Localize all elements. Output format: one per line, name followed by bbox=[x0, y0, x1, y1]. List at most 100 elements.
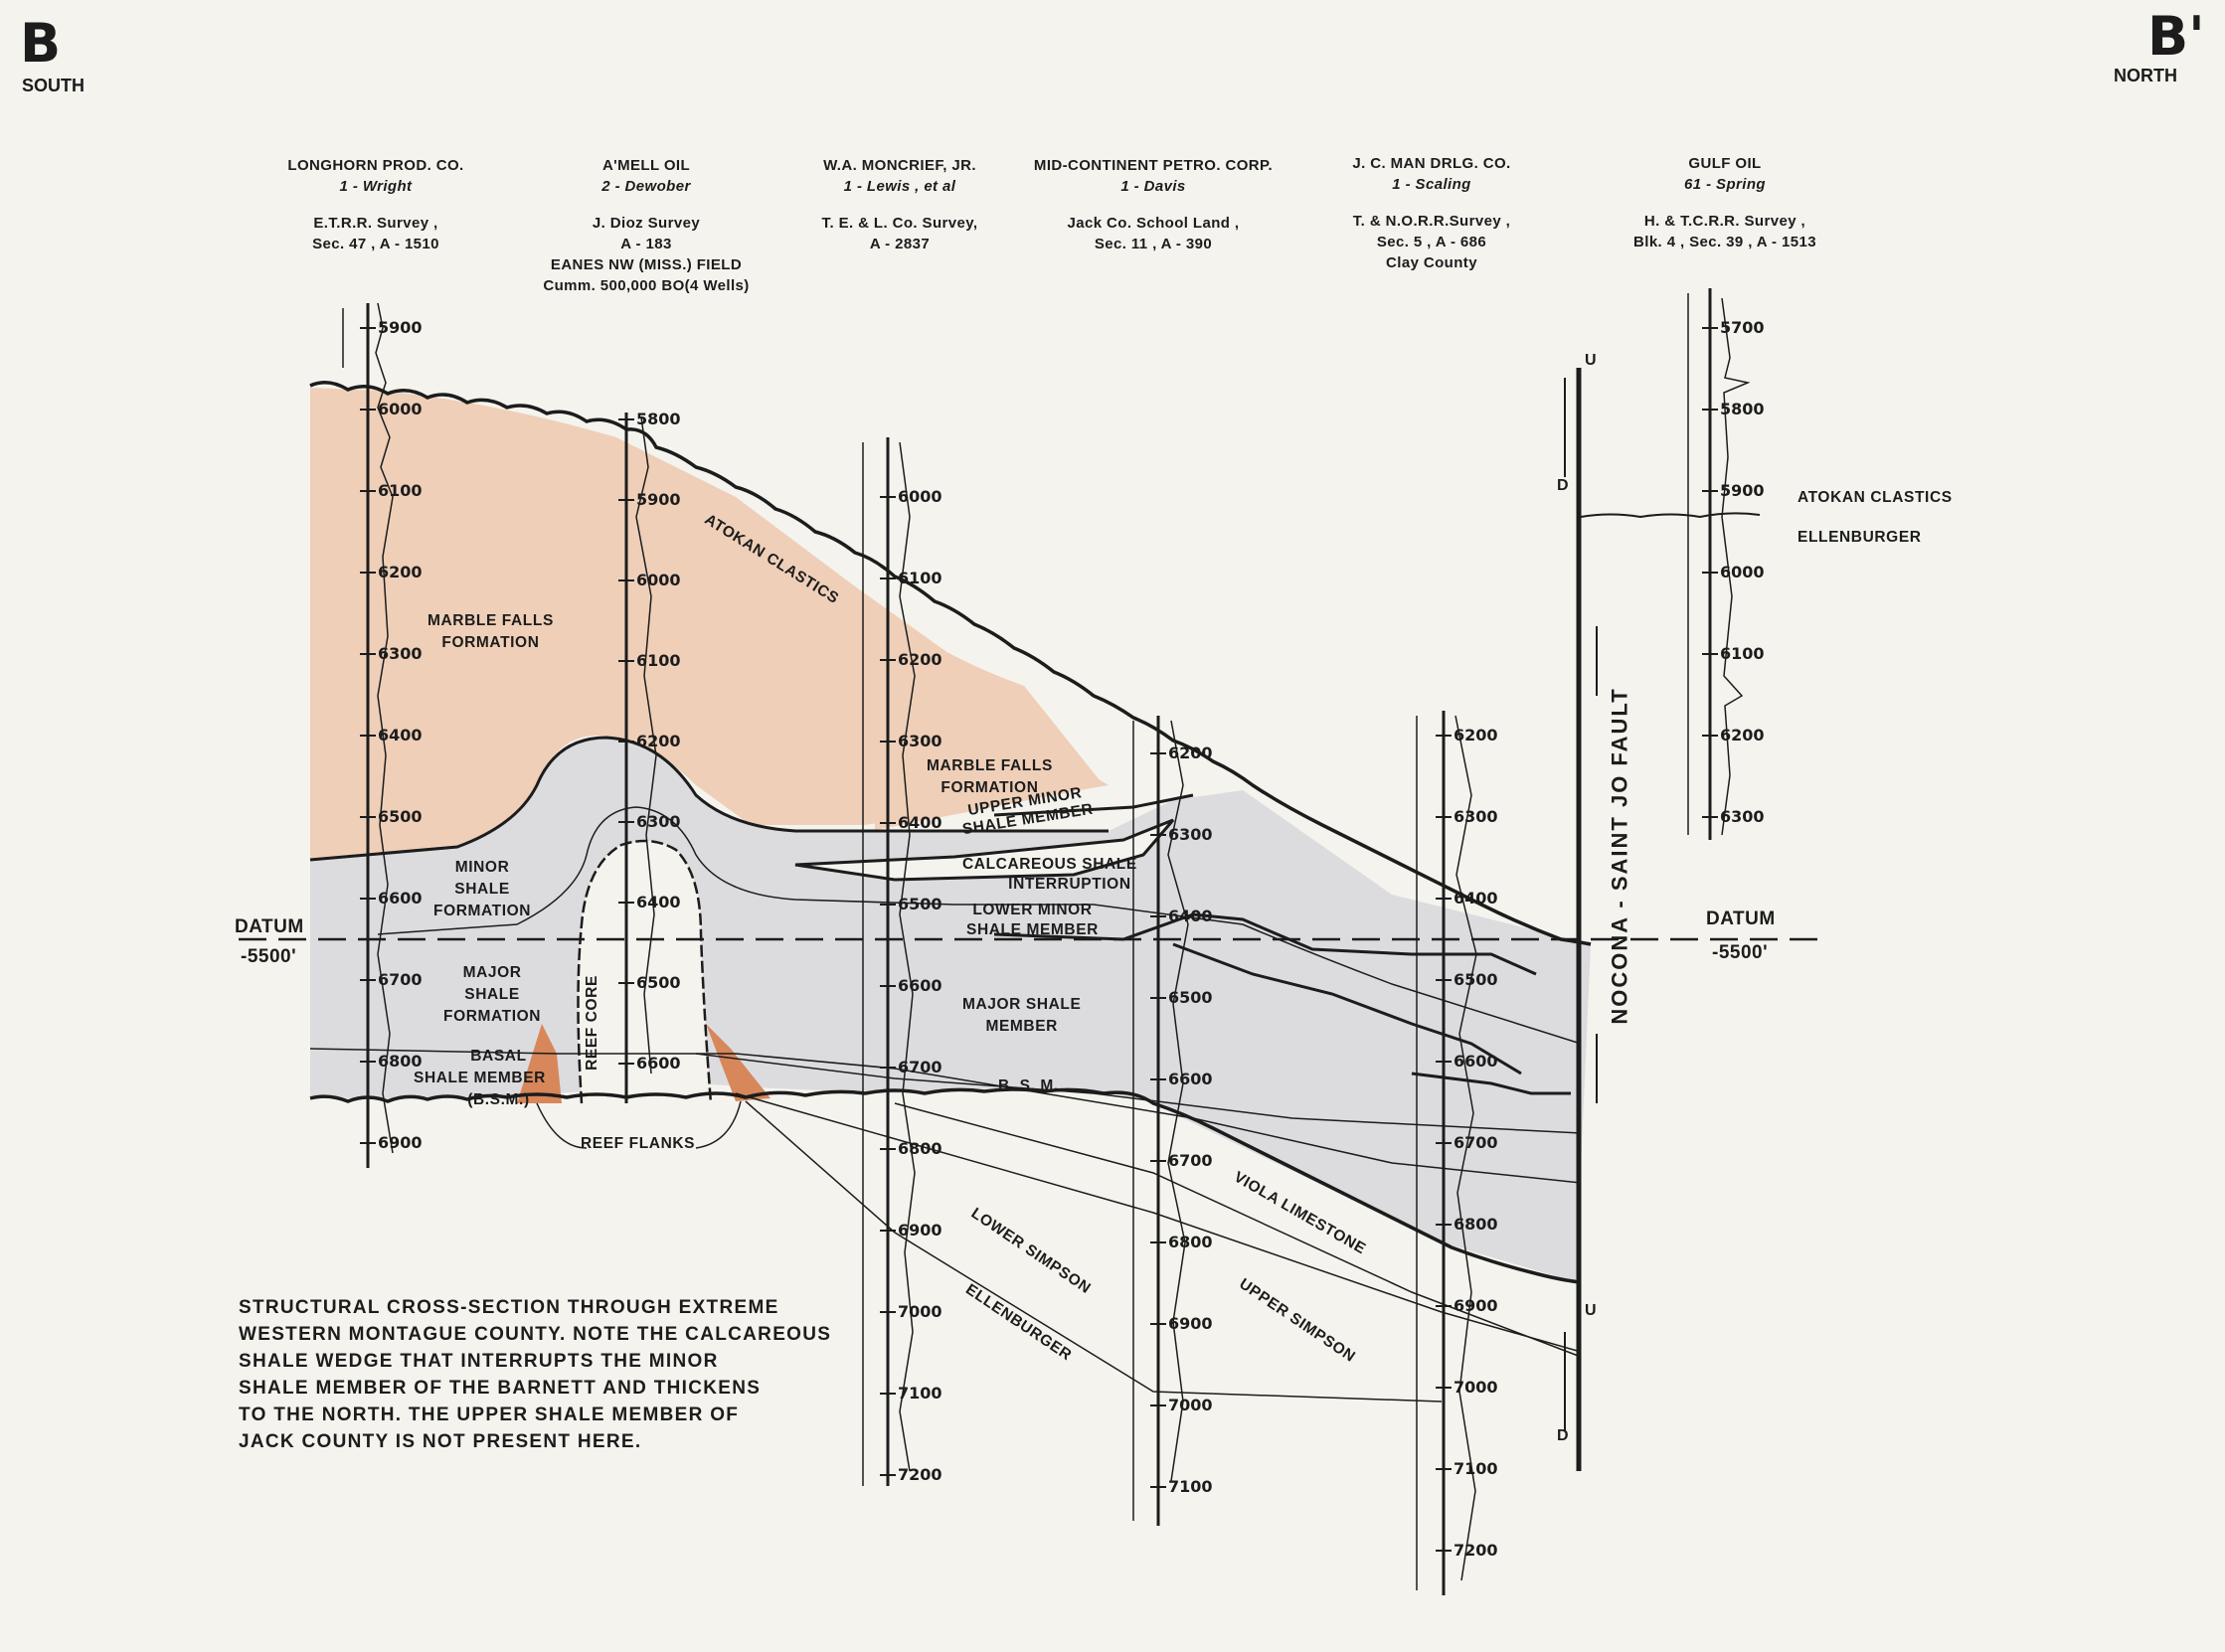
datum-value-right: -5500' bbox=[1712, 942, 1769, 963]
datum-label-left: DATUM bbox=[235, 916, 304, 937]
major-shale-member-label: MAJOR SHALE MEMBER bbox=[962, 994, 1081, 1038]
major-shale-label-3: FORMATION bbox=[443, 1008, 542, 1025]
reef-flank-right bbox=[706, 1024, 770, 1101]
major-shale-line bbox=[309, 1048, 1582, 1184]
well-operator: A'MELL OIL bbox=[601, 157, 691, 174]
depth-label: 6400 bbox=[378, 726, 423, 744]
depth-label: 5900 bbox=[1720, 481, 1765, 500]
well-section: Sec. 11 , A - 390 bbox=[1094, 236, 1213, 252]
datum-value-left: -5500' bbox=[241, 946, 297, 967]
calcareous-shale-label-2: INTERRUPTION bbox=[1008, 876, 1131, 893]
basal-shale-label: BASAL SHALE MEMBER (B.S.M.) bbox=[414, 1046, 546, 1111]
depth-label: 6100 bbox=[378, 481, 423, 500]
marble-falls-north-label-2: FORMATION bbox=[941, 779, 1039, 796]
depth-label: 6300 bbox=[1720, 807, 1765, 826]
depth-label: 7000 bbox=[1168, 1396, 1213, 1414]
depth-label: 6700 bbox=[378, 970, 423, 989]
base-marble-falls bbox=[309, 736, 1109, 862]
major-shale-label-1: MAJOR bbox=[462, 964, 522, 981]
well-header-5: J. C. MAN DRLG. CO. 1 - Scaling T. & N.O… bbox=[1322, 153, 1541, 273]
depth-label: 6500 bbox=[898, 895, 942, 913]
basal-shale-label-1: BASAL bbox=[470, 1048, 527, 1065]
interfinger-lines bbox=[1172, 942, 1571, 1095]
depth-label: 6000 bbox=[636, 571, 681, 589]
field-production: Cumm. 500,000 BO(4 Wells) bbox=[543, 277, 750, 294]
well-name: 61 - Spring bbox=[1684, 176, 1766, 193]
depth-label: 6600 bbox=[1454, 1052, 1498, 1071]
depth-label: 5800 bbox=[636, 410, 681, 428]
depth-label: 6400 bbox=[898, 813, 942, 832]
ellenburger-line bbox=[745, 1100, 1443, 1403]
depth-label: 6300 bbox=[898, 732, 942, 750]
section-start-direction: SOUTH bbox=[22, 76, 85, 95]
well-survey: T. E. & L. Co. Survey, bbox=[821, 215, 978, 232]
depth-label: 6700 bbox=[1454, 1133, 1498, 1152]
basal-shale-label-2: SHALE MEMBER bbox=[414, 1070, 546, 1086]
lower-minor-line bbox=[993, 912, 1537, 976]
lower-simpson-line bbox=[735, 1092, 1582, 1353]
calcareous-shale-label-1: CALCAREOUS SHALE bbox=[962, 856, 1137, 873]
major-shale-member-label-2: MEMBER bbox=[985, 1018, 1058, 1035]
fault-u-top: U bbox=[1585, 352, 1598, 369]
well-header-1: LONGHORN PROD. CO. 1 - Wright E.T.R.R. S… bbox=[266, 155, 485, 254]
section-start-letter: B bbox=[20, 12, 62, 75]
depth-label: 6600 bbox=[636, 1054, 681, 1073]
marble-falls-area-middle bbox=[865, 636, 1109, 825]
depth-label: 6200 bbox=[1168, 743, 1213, 762]
depth-label: 7000 bbox=[1454, 1378, 1498, 1397]
section-end-direction: NORTH bbox=[2114, 66, 2177, 85]
marble-falls-north-label-1: MARBLE FALLS bbox=[927, 757, 1053, 774]
well-operator: MID-CONTINENT PETRO. CORP. bbox=[1033, 157, 1274, 174]
section-end-letter: B' bbox=[2147, 5, 2205, 68]
reef-flanks-label: REEF FLANKS bbox=[581, 1135, 696, 1152]
well-section: Sec. 5 , A - 686 bbox=[1376, 234, 1487, 250]
well-name: 1 - Lewis , et al bbox=[843, 178, 956, 195]
well-survey: J. Dioz Survey bbox=[592, 215, 701, 232]
well-header-2: A'MELL OIL 2 - Dewober J. Dioz Survey A … bbox=[517, 155, 775, 296]
depth-label: 6700 bbox=[1168, 1151, 1213, 1170]
marble-falls-north-label: MARBLE FALLS FORMATION bbox=[927, 755, 1053, 799]
ellenburger-north-label: ELLENBURGER bbox=[1797, 529, 1922, 546]
reef-core-label: REEF CORE bbox=[583, 975, 600, 1071]
major-shale-label: MAJOR SHALE FORMATION bbox=[443, 962, 541, 1028]
depth-label: 6300 bbox=[1168, 825, 1213, 844]
lower-minor-label: LOWER MINOR SHALE MEMBER bbox=[966, 901, 1099, 940]
well-operator: J. C. MAN DRLG. CO. bbox=[1352, 155, 1511, 172]
well-section: A - 183 bbox=[620, 236, 672, 252]
well-section: Blk. 4 , Sec. 39 , A - 1513 bbox=[1633, 234, 1816, 250]
marble-falls-label-2: FORMATION bbox=[441, 634, 540, 651]
well-header-3: W.A. MONCRIEF, JR. 1 - Lewis , et al T. … bbox=[785, 155, 1014, 254]
minor-shale-label-2: SHALE bbox=[454, 881, 510, 898]
depth-label: 6300 bbox=[636, 812, 681, 831]
depth-label: 6500 bbox=[636, 973, 681, 992]
depth-label: 6200 bbox=[898, 650, 942, 669]
depth-label: 6500 bbox=[1454, 970, 1498, 989]
depth-label: 6000 bbox=[1720, 563, 1765, 581]
depth-label: 6600 bbox=[1168, 1070, 1213, 1088]
atokan-unconformity-line bbox=[309, 381, 1592, 946]
depth-label: 6100 bbox=[898, 569, 942, 587]
depth-label: 6600 bbox=[898, 976, 942, 995]
depth-label: 6500 bbox=[1168, 988, 1213, 1007]
depth-label: 6800 bbox=[1454, 1215, 1498, 1234]
lower-minor-label-1: LOWER MINOR bbox=[972, 902, 1093, 918]
depth-ticks bbox=[360, 327, 1718, 1552]
well-section: Sec. 47 , A - 1510 bbox=[312, 236, 439, 252]
calcareous-shale-label: CALCAREOUS SHALE INTERRUPTION bbox=[962, 855, 1137, 895]
well-name: 1 - Scaling bbox=[1392, 176, 1471, 193]
well-section: A - 2837 bbox=[869, 236, 931, 252]
depth-label: 6800 bbox=[378, 1052, 423, 1071]
reef-core-outline bbox=[577, 839, 713, 1104]
viola-top-line bbox=[309, 1087, 1582, 1284]
reef-flank-left bbox=[517, 1024, 562, 1103]
well-header-4: MID-CONTINENT PETRO. CORP. 1 - Davis Jac… bbox=[1014, 155, 1292, 254]
well-track-5 bbox=[1416, 711, 1477, 1595]
bsm-label: B. S. M. bbox=[998, 1077, 1059, 1094]
depth-label: 7100 bbox=[1168, 1477, 1213, 1496]
depth-label: 7200 bbox=[898, 1465, 942, 1484]
atokan-ellenburger-contact-north bbox=[1580, 512, 1761, 519]
well-name: 1 - Davis bbox=[1120, 178, 1186, 195]
depth-label: 7100 bbox=[1454, 1459, 1498, 1478]
minor-shale-label-1: MINOR bbox=[454, 859, 510, 876]
depth-label: 7000 bbox=[898, 1302, 942, 1321]
